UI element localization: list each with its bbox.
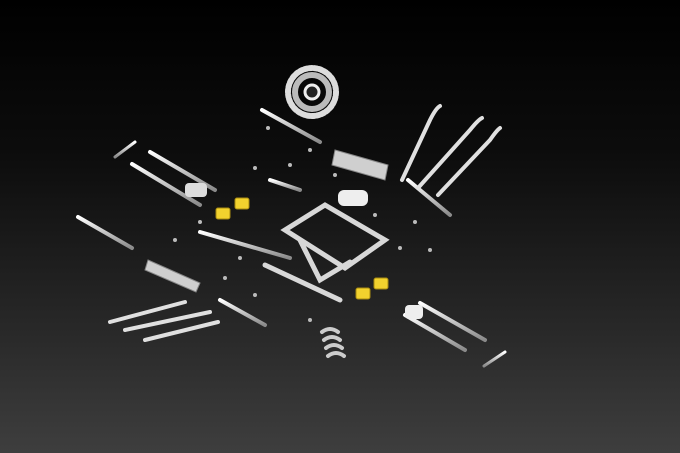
sprocket-gear bbox=[285, 65, 339, 119]
curved-levers bbox=[108, 104, 502, 342]
mount-brackets bbox=[144, 149, 389, 293]
coil-spring bbox=[320, 327, 346, 358]
small-fasteners bbox=[173, 126, 432, 322]
main-frame bbox=[185, 183, 423, 319]
yellow-fittings bbox=[215, 197, 389, 300]
